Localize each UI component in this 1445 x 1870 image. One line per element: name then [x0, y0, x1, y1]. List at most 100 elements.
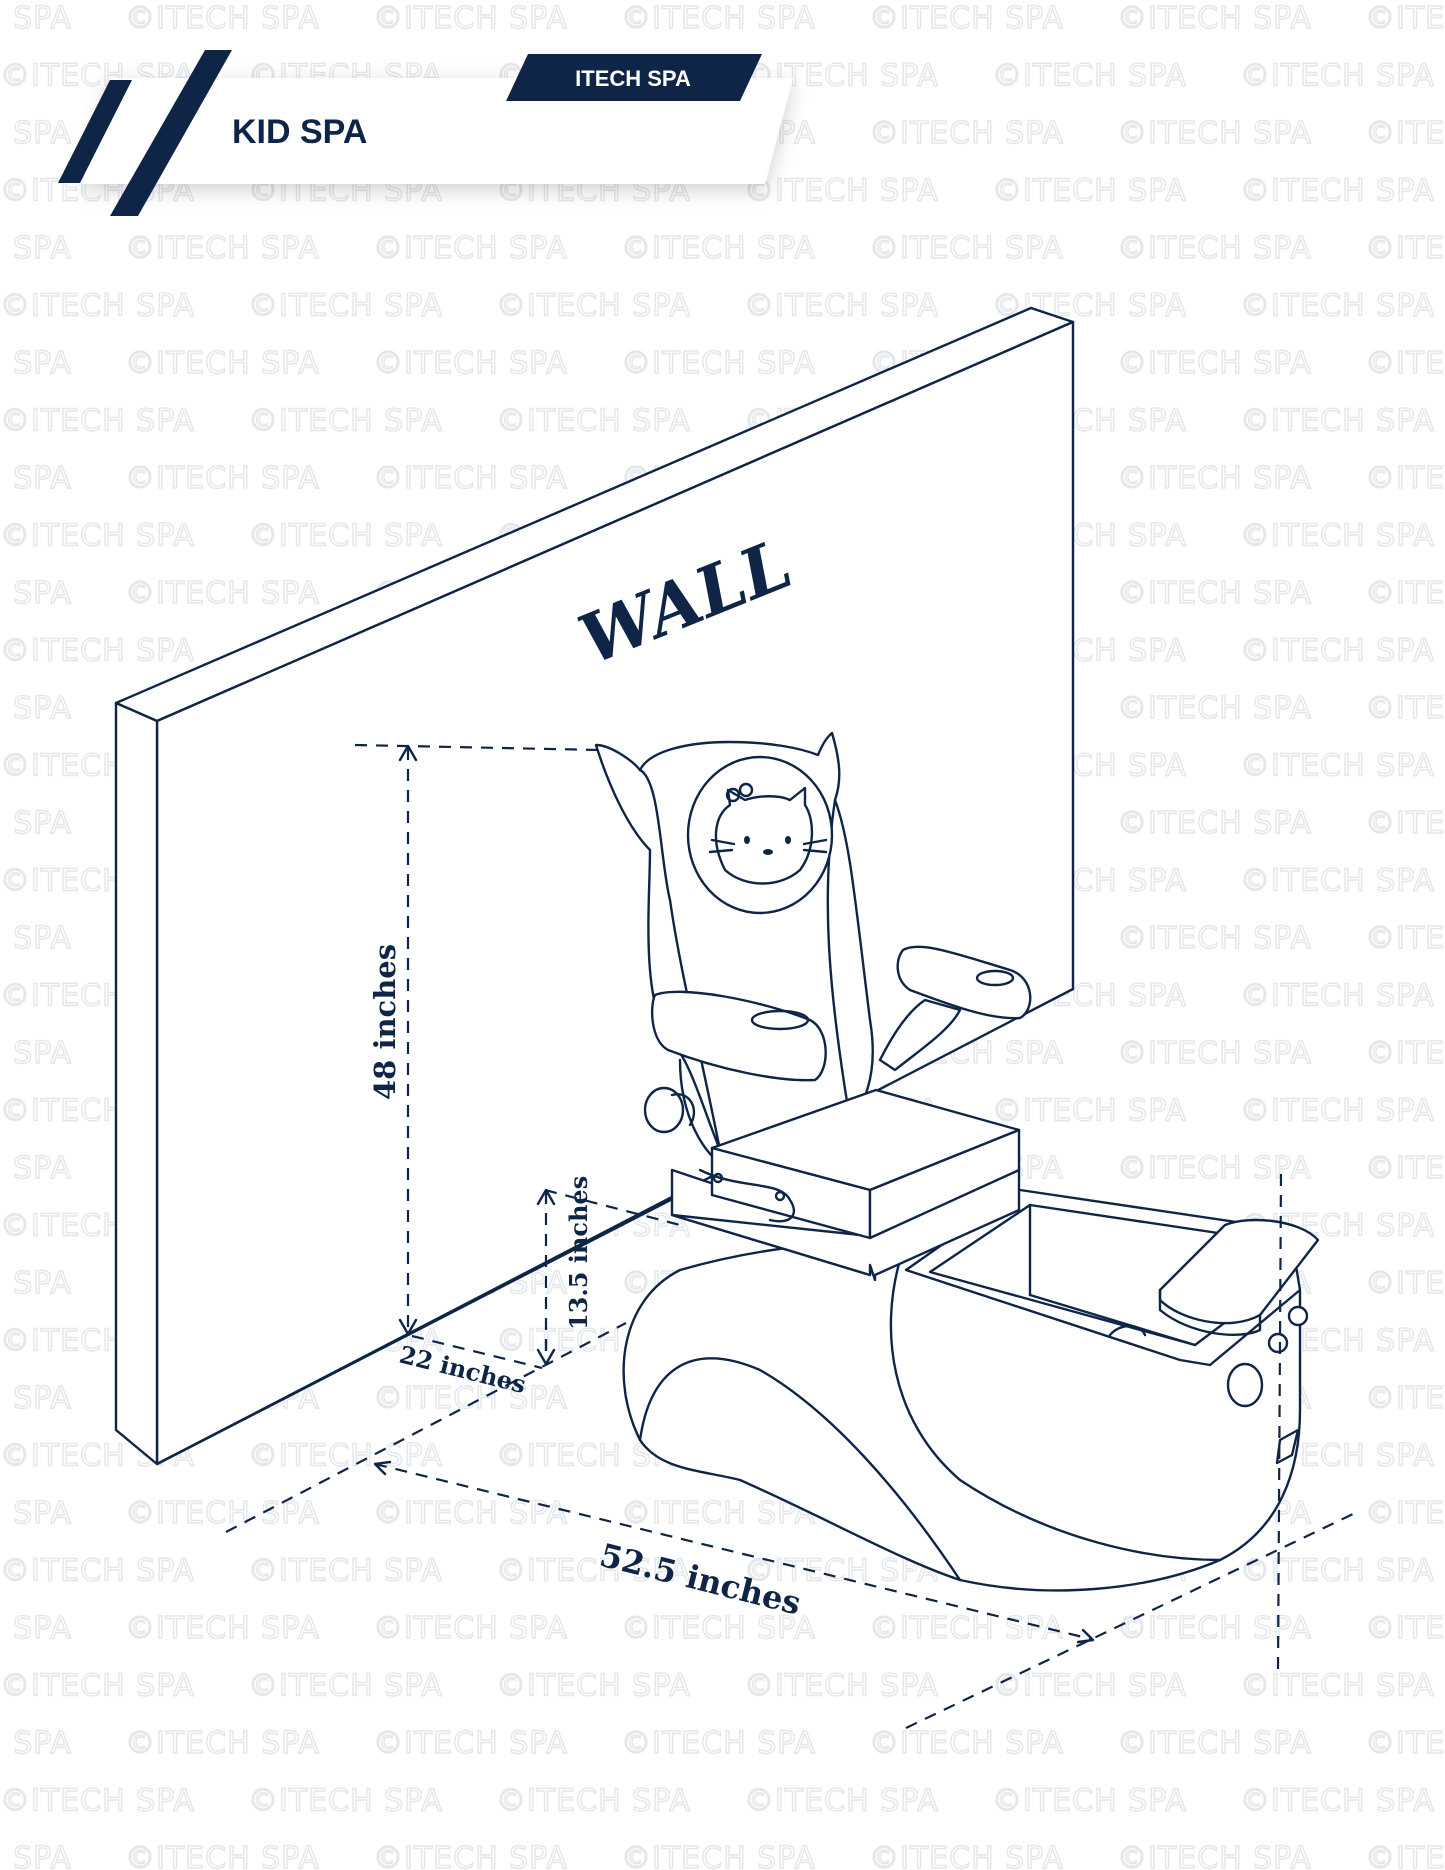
pedicure-base: [622, 1188, 1320, 1592]
watermark-text: ©ITECH SPA: [373, 1611, 568, 1646]
watermark-text: ©ITECH SPA: [0, 1784, 195, 1819]
watermark-text: ©ITECH SPA: [0, 1036, 72, 1071]
watermark-text: ©ITECH SPA: [125, 346, 320, 381]
watermark-text: ©ITECH SPA: [992, 1094, 1187, 1129]
watermark-text: ©ITECH SPA: [621, 1611, 816, 1646]
watermark-text: ©ITECH SPA: [125, 1496, 320, 1531]
watermark-text: ©ITECH SPA: [1240, 519, 1435, 554]
height-dimension-label: 48 inches: [368, 944, 402, 1100]
watermark-text: ©ITECH SPA: [0, 1611, 72, 1646]
watermark-text: ©ITECH SPA: [1117, 576, 1312, 611]
watermark-text: ©ITECH SPA: [621, 346, 816, 381]
watermark-text: ©ITECH SPA: [1365, 1726, 1445, 1761]
watermark-text: ©ITECH SPA: [1365, 1266, 1445, 1301]
watermark-text: ©ITECH SPA: [125, 1726, 320, 1761]
watermark-text: ©ITECH SPA: [1117, 231, 1312, 266]
watermark-text: ©ITECH SPA: [992, 174, 1187, 209]
watermark-text: ©ITECH SPA: [869, 116, 1064, 151]
watermark-text: ©ITECH SPA: [992, 1784, 1187, 1819]
watermark-text: ©ITECH SPA: [373, 1, 568, 36]
watermark-text: ©ITECH SPA: [869, 1, 1064, 36]
watermark-text: ©ITECH SPA: [373, 1381, 568, 1416]
watermark-text: ©ITECH SPA: [1365, 806, 1445, 841]
watermark-text: ©ITECH SPA: [621, 1496, 816, 1531]
watermark-text: ©ITECH SPA: [1365, 231, 1445, 266]
watermark-text: ©ITECH SPA: [125, 461, 320, 496]
watermark-text: ©ITECH SPA: [869, 1726, 1064, 1761]
watermark-text: ©ITECH SPA: [1365, 1611, 1445, 1646]
watermark-text: ©ITECH SPA: [0, 346, 72, 381]
watermark-text: ©ITECH SPA: [1365, 1496, 1445, 1531]
header-banner: ITECH SPA KID SPA: [58, 50, 793, 216]
face-panel: [686, 755, 834, 915]
watermark-text: ©ITECH SPA: [496, 289, 691, 324]
watermark-text: ©ITECH SPA: [744, 174, 939, 209]
watermark-text: ©ITECH SPA: [1365, 116, 1445, 151]
watermark-text: ©ITECH SPA: [1117, 1, 1312, 36]
watermark-text: ©ITECH SPA: [992, 59, 1187, 94]
watermark-text: ©ITECH SPA: [1365, 461, 1445, 496]
watermark-text: ©ITECH SPA: [1240, 1094, 1435, 1129]
watermark-text: ©ITECH SPA: [621, 231, 816, 266]
watermark-text: ©ITECH SPA: [1117, 1151, 1312, 1186]
watermark-text: ©ITECH SPA: [0, 634, 195, 669]
watermark-text: ©ITECH SPA: [0, 921, 72, 956]
watermark-text: ©ITECH SPA: [125, 576, 320, 611]
watermark-text: ©ITECH SPA: [373, 231, 568, 266]
banner-stripe-right: [110, 50, 232, 216]
watermark-text: ©ITECH SPA: [0, 404, 195, 439]
seat-height-dimension-label: 13.5 inches: [564, 1176, 593, 1330]
kitty-face-icon: [708, 782, 828, 885]
watermark-text: ©ITECH SPA: [0, 1381, 72, 1416]
watermark-text: ©ITECH SPA: [0, 1554, 195, 1589]
watermark-text: ©ITECH SPA: [0, 116, 72, 151]
watermark-text: ©ITECH SPA: [125, 1611, 320, 1646]
watermark-text: ©ITECH SPA: [1365, 1151, 1445, 1186]
watermark-text: ©ITECH SPA: [1365, 576, 1445, 611]
watermark-text: ©ITECH SPA: [0, 1151, 72, 1186]
watermark-text: ©ITECH SPA: [248, 1784, 443, 1819]
length-dimension-label: 52.5 inches: [596, 1536, 805, 1623]
watermark-text: ©ITECH SPA: [992, 1669, 1187, 1704]
watermark-text: ©ITECH SPA: [1240, 174, 1435, 209]
watermark-text: ©ITECH SPA: [1365, 921, 1445, 956]
watermark-text: ©ITECH SPA: [869, 1611, 1064, 1646]
watermark-text: ©ITECH SPA: [373, 1496, 568, 1531]
watermark-text: ©ITECH SPA: [1240, 289, 1435, 324]
wall: WALL: [114, 306, 1075, 1466]
watermark-text: ©ITECH SPA: [373, 1726, 568, 1761]
length-dimension-line: [374, 1462, 1092, 1641]
brand-tab: [506, 54, 762, 101]
watermark-text: ©ITECH SPA: [125, 1841, 320, 1870]
watermark-text: ©ITECH SPA: [0, 1726, 72, 1761]
watermark-text: ©ITECH SPA: [373, 1841, 568, 1870]
watermark-text: ©ITECH SPA: [1117, 1841, 1312, 1870]
watermark-text: ©ITECH SPA: [0, 1266, 72, 1301]
watermark-text: ©ITECH SPA: [869, 231, 1064, 266]
watermark-text: ©ITECH SPA: [0, 519, 195, 554]
watermark-text: ©ITECH SPA: [1240, 1554, 1435, 1589]
watermark-text: ©ITECH SPA: [0, 461, 72, 496]
brand-tab-label: ITECH SPA: [575, 66, 691, 91]
watermark-text: ©ITECH SPA: [1365, 1381, 1445, 1416]
watermark-text: ©ITECH SPA: [1117, 461, 1312, 496]
floor-line: [155, 1188, 692, 1466]
watermark-text: ©ITECH SPA: [496, 1554, 691, 1589]
watermark-text: ©ITECH SPA: [0, 1669, 195, 1704]
watermark-text: ©ITECH SPA: [496, 404, 691, 439]
watermark-text: ©ITECH SPA: [248, 1439, 443, 1474]
page-title: KID SPA: [232, 113, 367, 151]
watermark-text: ©ITECH SPA: [1240, 1784, 1435, 1819]
watermark-text: ©ITECH SPA: [0, 1496, 72, 1531]
watermark-text: ©ITECH SPA: [1365, 691, 1445, 726]
watermark-text: ©ITECH SPA: [0, 806, 72, 841]
watermark-text: ©ITECH SPA: [1365, 1, 1445, 36]
watermark-text: ©ITECH SPA: [744, 1784, 939, 1819]
watermark-text: ©ITECH SPA: [1365, 1036, 1445, 1071]
watermark-text: ©ITECH SPA: [1117, 116, 1312, 151]
watermark-text: ©ITECH SPA: [621, 1726, 816, 1761]
watermark-text: ©ITECH SPA: [1117, 1726, 1312, 1761]
watermark-text: ©ITECH SPA: [1240, 404, 1435, 439]
watermark-text: ©ITECH SPA: [248, 519, 443, 554]
